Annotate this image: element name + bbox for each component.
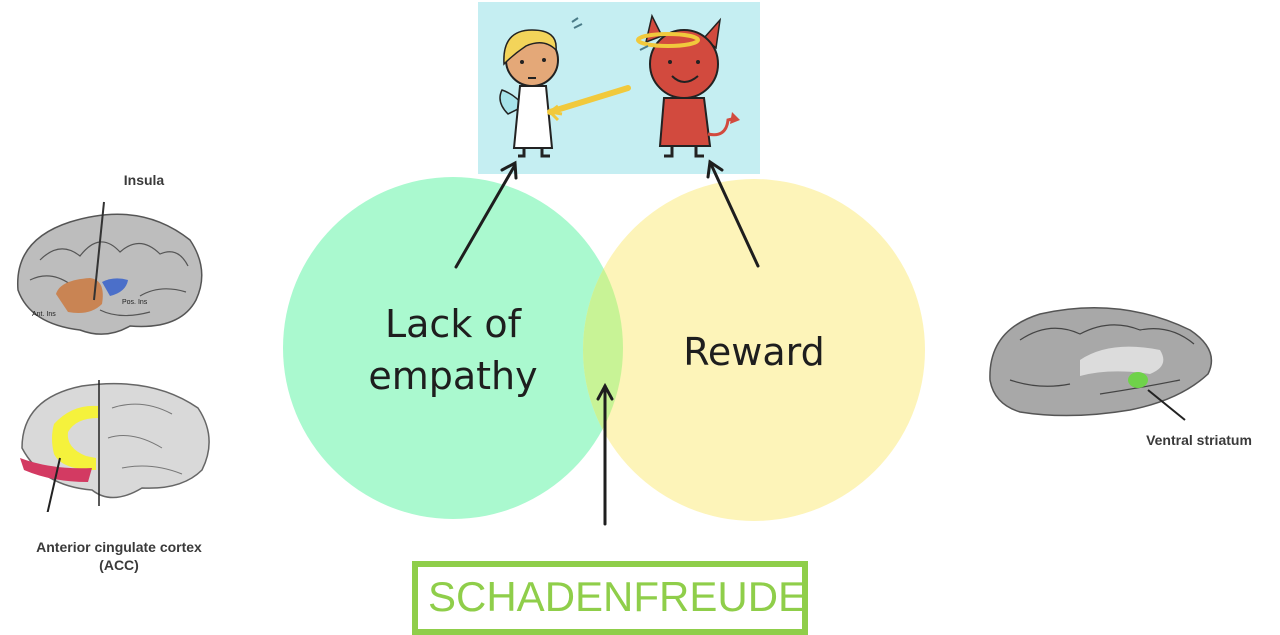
acc-label-line1: Anterior cingulate cortex xyxy=(36,539,202,555)
pos-ins-label: Pos. Ins xyxy=(122,299,148,306)
ant-ins-label: Ant. Ins xyxy=(32,311,56,318)
insula-label: Insula xyxy=(123,172,165,188)
angel-devil-cartoon xyxy=(478,2,760,174)
devil-figure xyxy=(636,13,740,158)
acc-brain-image xyxy=(20,380,210,512)
reward-label: Reward xyxy=(683,330,825,374)
ventral-striatum-label: Ventral striatum xyxy=(1146,432,1252,448)
ventral-striatum-brain-image xyxy=(989,307,1213,421)
acc-label-line2: (ACC) xyxy=(99,557,139,573)
arrow-schadenfreude-to-overlap xyxy=(596,382,614,526)
angel-devil-illustration xyxy=(499,13,740,158)
insula-brain-image: Ant. Ins Pos. Ins xyxy=(17,201,203,335)
schadenfreude-box xyxy=(412,561,808,635)
empathy-label-line2: empathy xyxy=(368,354,538,398)
empathy-circle xyxy=(283,177,623,519)
empathy-label: Lack of empathy xyxy=(323,298,583,402)
schadenfreude-title: SCHADENFREUDE xyxy=(428,573,807,620)
arrow-empathy-to-angel xyxy=(454,160,518,269)
reward-circle xyxy=(583,179,925,521)
acc-label: Anterior cingulate cortex (ACC) xyxy=(6,538,232,574)
empathy-label-line1: Lack of xyxy=(384,302,522,346)
angel-figure xyxy=(499,17,631,158)
arrow-reward-to-devil xyxy=(706,159,760,268)
